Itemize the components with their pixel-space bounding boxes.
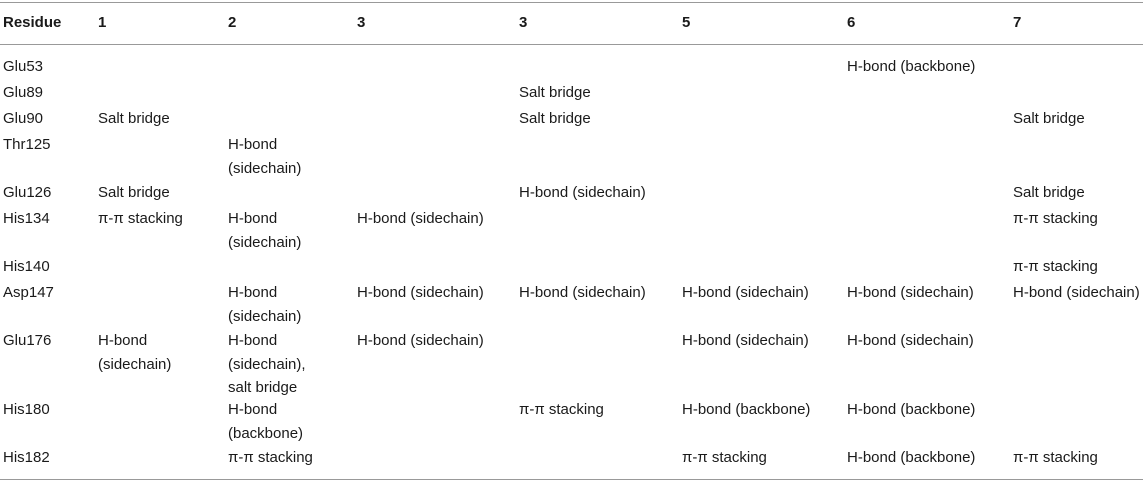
interaction-cell: H-bond (backbone) [847,449,976,466]
header-compound-5: 5 [682,14,691,31]
interaction-cell: Salt bridge [1013,110,1085,127]
residue-cell: His182 [3,449,50,466]
table-top-rule [0,2,1143,3]
interaction-cell: Salt bridge [519,110,591,127]
residue-cell: Glu53 [3,58,44,75]
interaction-cell: H-bond (backbone) [847,58,976,75]
interaction-cell: H-bond (backbone) [682,401,811,418]
table-bottom-rule [0,479,1143,480]
residue-cell: Thr125 [3,136,51,153]
interaction-cell: π-π stacking [682,449,767,466]
table-header-rule [0,44,1143,45]
interaction-cell: H-bond (backbone) [228,401,304,442]
residue-cell: Glu90 [3,110,44,127]
interaction-cell: H-bond (sidechain) [847,332,974,349]
interaction-cell: H-bond (sidechain) [682,332,809,349]
interaction-cell: Salt bridge [1013,184,1085,201]
interaction-cell: π-π stacking [519,401,604,418]
header-compound-2: 2 [228,14,237,31]
interaction-cell: π-π stacking [98,210,183,227]
interaction-cell: π-π stacking [228,449,313,466]
interaction-cell: Salt bridge [519,84,591,101]
residue-cell: His134 [3,210,50,227]
interaction-cell: H-bond (sidechain) [682,284,809,301]
interaction-cell: H-bond (sidechain) [519,284,646,301]
interaction-cell: H-bond (sidechain) [357,284,484,301]
interaction-cell: π-π stacking [1013,449,1098,466]
interaction-cell: H-bond (sidechain) [519,184,646,201]
header-compound-7: 7 [1013,14,1022,31]
interaction-cell: H-bond (sidechain) [847,284,974,301]
residue-cell: His140 [3,258,50,275]
interaction-cell: Salt bridge [98,184,170,201]
header-compound-3a: 3 [357,14,366,31]
interaction-cell: H-bond (backbone) [847,401,976,418]
interaction-cell: π-π stacking [1013,210,1098,227]
header-compound-1: 1 [98,14,107,31]
interaction-cell: H-bond (sidechain) [98,332,172,373]
interaction-cell: π-π stacking [1013,258,1098,275]
interaction-cell: H-bond (sidechain) [228,136,302,177]
interaction-cell: H-bond (sidechain) [357,210,484,227]
residue-cell: Glu176 [3,332,52,349]
residue-cell: Asp147 [3,284,54,301]
header-compound-3b: 3 [519,14,528,31]
interaction-cell: H-bond (sidechain) [357,332,484,349]
interaction-cell: Salt bridge [98,110,170,127]
interaction-cell: H-bond (sidechain) [1013,284,1140,301]
interaction-cell: H-bond (sidechain) [228,284,302,325]
residue-cell: Glu89 [3,84,44,101]
interaction-cell: H-bond (sidechain), salt bridge [228,332,306,396]
interaction-cell: H-bond (sidechain) [228,210,302,251]
header-residue: Residue [3,14,62,31]
header-compound-6: 6 [847,14,856,31]
residue-cell: His180 [3,401,50,418]
residue-cell: Glu126 [3,184,52,201]
